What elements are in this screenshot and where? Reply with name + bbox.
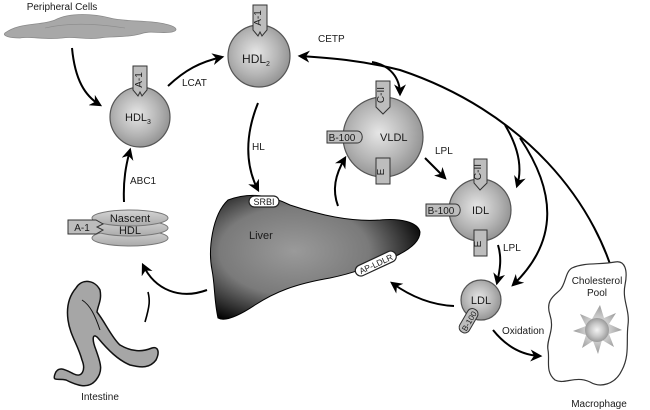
apo-e-tag-idl	[473, 229, 488, 257]
abc1-label: ABC1	[130, 176, 157, 187]
lpl-label-1: LPL	[435, 146, 453, 157]
arrow-abc1	[121, 147, 134, 203]
arrow-cetp-to-vldl	[371, 61, 406, 97]
apo-e-label-vldl: E	[376, 168, 387, 175]
nascent-hdl: A-1 Nascent HDL	[67, 209, 169, 247]
hl-label: HL	[252, 142, 265, 153]
cholesterol-pool-label-1: Cholesterol	[572, 276, 623, 287]
peripheral-cells: Peripheral Cells	[3, 2, 177, 39]
arrow-ldl-to-liver	[390, 281, 455, 307]
apo-a1-tag-hdl2	[252, 4, 268, 37]
vldl-particle: C-II B-100 VLDL E	[326, 80, 424, 185]
arrow-cetp-to-idl	[504, 124, 526, 189]
cholesterol-pool-star	[573, 305, 622, 354]
arrow-cetp-to-ldl	[511, 137, 549, 287]
lpl-label-2: LPL	[503, 243, 521, 254]
apo-b100-label-vldl: B-100	[329, 133, 356, 144]
apo-b100-tag-ldl	[458, 308, 479, 334]
apo-c2-label-vldl: C-II	[376, 87, 387, 103]
peripheral-cells-label: Peripheral Cells	[27, 2, 98, 13]
apo-c2-tag-idl	[473, 158, 488, 191]
cholesterol-pool-label-2: Pool	[587, 288, 607, 299]
apo-b100-label-idl: B-100	[428, 206, 455, 217]
liver-label: Liver	[249, 230, 273, 242]
idl-particle: C-II B-100 IDL E	[425, 158, 512, 257]
liver: Liver SRBI AP-LDLR	[210, 195, 421, 320]
arrow-lcat	[167, 53, 225, 87]
macrophage: Cholesterol Pool Macrophage	[547, 261, 629, 410]
arrow-lpl-vldl-idl	[424, 157, 447, 180]
hdl3-label: HDL3	[125, 112, 151, 126]
arrow-oxidation	[492, 329, 543, 362]
hdl2-particle: A-1 HDL2	[227, 4, 291, 88]
apo-c2-tag-vldl	[375, 80, 391, 115]
macrophage-label: Macrophage	[571, 399, 627, 410]
apo-a1-tag-nascent	[67, 219, 105, 235]
arrow-lpl-idl-ldl	[493, 244, 506, 286]
apo-b100-tag-vldl	[326, 130, 363, 144]
vldl-label: VLDL	[380, 132, 408, 144]
lcat-label: LCAT	[182, 78, 207, 89]
arrow-liver-to-nascent-hdl	[141, 262, 208, 295]
nascent-hdl-label-1: Nascent	[110, 213, 150, 225]
apo-a1-tag	[132, 65, 148, 97]
svg-text:SRBI: SRBI	[253, 197, 274, 207]
arrow-peripheral-to-hdl3	[71, 47, 103, 107]
hdl2-label: HDL2	[242, 52, 270, 68]
hdl3-particle: A-1 HDL3	[109, 65, 171, 148]
ldl-label: LDL	[471, 295, 491, 307]
apo-b100-tag-idl	[425, 203, 461, 217]
srbi-receptor: SRBI	[248, 195, 280, 208]
arrow-cetp-to-hdl2	[297, 50, 621, 301]
ldl-particle: LDL B-100	[458, 279, 502, 334]
oxidation-label: Oxidation	[502, 326, 544, 337]
nascent-hdl-label-2: HDL	[119, 225, 141, 237]
apo-e-tag-vldl	[375, 157, 391, 185]
arrow-hl	[247, 102, 260, 193]
apo-a1-label-nascent: A-1	[74, 223, 90, 234]
intestine-label: Intestine	[81, 392, 119, 403]
idl-label: IDL	[472, 205, 489, 217]
apo-a1-label: A-1	[134, 72, 145, 88]
cetp-label: CETP	[318, 34, 345, 45]
intestine: Intestine	[53, 280, 159, 403]
line-intestine-to-nascent-hdl	[144, 291, 151, 323]
apo-c2-label-idl: C-II	[473, 164, 484, 180]
arrow-liver-to-vldl	[333, 155, 347, 207]
apo-a1-label-hdl2: A-1	[253, 10, 264, 26]
apo-e-label-idl: E	[473, 240, 484, 247]
